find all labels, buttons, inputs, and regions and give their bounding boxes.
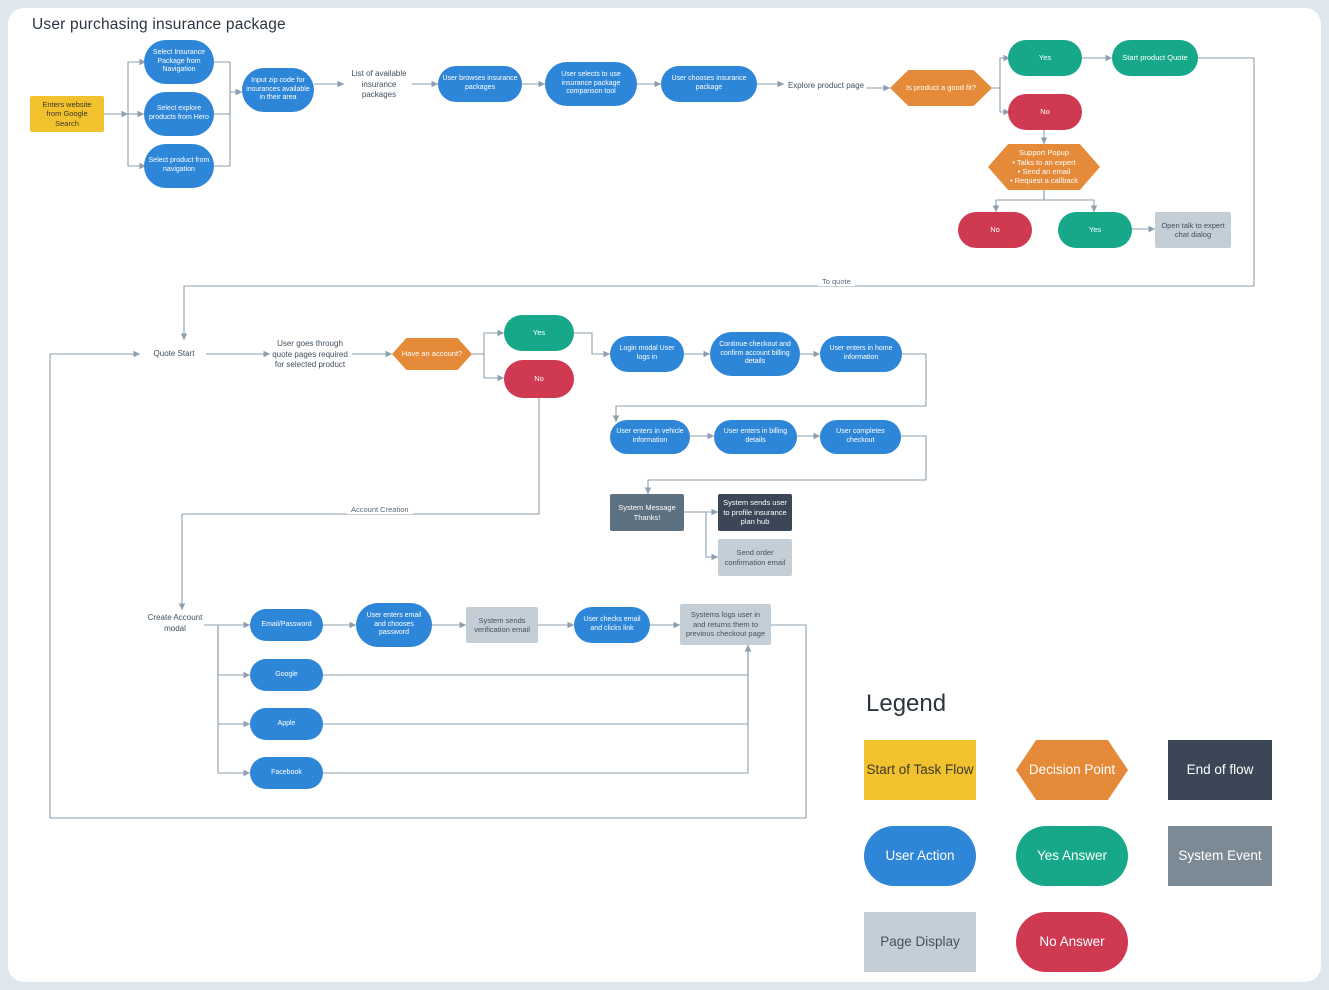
node-user-browses-packages[interactable]: User browses insurance packages — [438, 66, 522, 102]
node-select-product-navigation[interactable]: Select product from navigation — [144, 144, 214, 188]
support-popup-line-2: • Send an email — [1017, 167, 1071, 176]
node-home-information[interactable]: User enters in home information — [820, 336, 902, 372]
node-method-google[interactable]: Google — [250, 659, 323, 691]
decision-is-product-good-fit[interactable]: Is product a good fit? — [890, 70, 992, 106]
legend-spacer — [976, 740, 1016, 800]
legend-item-no-answer: No Answer — [1016, 912, 1128, 972]
node-select-insurance-package[interactable]: Select Insurance Package from Navigation — [144, 40, 214, 84]
node-start-enters-website[interactable]: Enters website from Google Search — [30, 96, 104, 132]
legend-spacer — [1168, 886, 1272, 912]
node-user-checks-email[interactable]: User checks email and clicks link — [574, 607, 650, 643]
legend-spacer — [976, 912, 1016, 972]
node-start-product-quote[interactable]: Start product Quote — [1112, 40, 1198, 76]
support-popup-line-3: • Request a callback — [1009, 176, 1079, 186]
legend-spacer — [1128, 886, 1168, 912]
node-logs-user-in-returns: Systems logs user in and returns them to… — [680, 604, 771, 645]
node-input-zip-code[interactable]: Input zip code for insurances available … — [242, 68, 314, 112]
node-enter-email-password[interactable]: User enters email and chooses password — [356, 603, 432, 647]
decision-have-an-account[interactable]: Have an account? — [392, 338, 472, 370]
node-user-chooses-package[interactable]: User chooses insurance package — [661, 66, 757, 102]
legend-spacer — [1016, 886, 1128, 912]
answer-good-fit-no[interactable]: No — [1008, 94, 1082, 130]
legend-spacer — [864, 886, 976, 912]
node-method-apple[interactable]: Apple — [250, 708, 323, 740]
support-popup-line-1: • Talks to an expert — [1012, 157, 1076, 167]
legend-spacer — [976, 800, 1016, 826]
legend-spacer — [1168, 800, 1272, 826]
node-complete-checkout[interactable]: User completes checkout — [820, 420, 901, 454]
legend-spacer — [1128, 912, 1168, 972]
legend-spacer — [976, 826, 1016, 886]
edge-label-to-quote: To quote — [818, 277, 855, 286]
legend-item-yes-answer: Yes Answer — [1016, 826, 1128, 886]
legend-spacer — [1016, 800, 1128, 826]
legend-item-decision-point: Decision Point — [1016, 740, 1128, 800]
page-title: User purchasing insurance package — [32, 16, 286, 33]
node-order-confirmation-email: Send order confirmation email — [718, 539, 792, 576]
decision-support-popup[interactable]: Support Popup • Talks to an expert • Sen… — [988, 144, 1100, 190]
legend-item-user-action: User Action — [864, 826, 976, 886]
answer-have-account-yes[interactable]: Yes — [504, 315, 574, 351]
node-comparison-tool[interactable]: User selects to use insurance package co… — [545, 62, 637, 106]
legend-spacer — [1128, 826, 1168, 886]
label-explore-product-page: Explore product page — [787, 80, 865, 90]
legend-spacer — [976, 886, 1016, 912]
node-billing-details[interactable]: User enters in billing details — [714, 420, 797, 454]
node-vehicle-information[interactable]: User enters in vehicle information — [610, 420, 690, 454]
node-method-facebook[interactable]: Facebook — [250, 757, 323, 789]
legend-item-page-display: Page Display — [864, 912, 976, 972]
legend-spacer — [1128, 740, 1168, 800]
node-continue-checkout[interactable]: Continue checkout and confirm account bi… — [710, 332, 800, 376]
node-send-verification-email: System sends verification email — [466, 607, 538, 643]
legend-item-system-event: System Event — [1168, 826, 1272, 886]
legend-title: Legend — [866, 690, 947, 717]
label-create-account-modal: Create Account modal — [147, 613, 203, 633]
node-open-chat-dialog[interactable]: Open talk to expert chat dialog — [1155, 212, 1231, 248]
legend-spacer — [1168, 912, 1272, 972]
answer-good-fit-yes[interactable]: Yes — [1008, 40, 1082, 76]
legend-item-end-of-flow: End of flow — [1168, 740, 1272, 800]
answer-support-no[interactable]: No — [958, 212, 1032, 248]
node-select-explore-products[interactable]: Select explore products from Hero — [144, 92, 214, 136]
answer-support-yes[interactable]: Yes — [1058, 212, 1132, 248]
legend-item-start-of-task-flow: Start of Task Flow — [864, 740, 976, 800]
node-system-message-thanks: System Message Thanks! — [610, 494, 684, 531]
label-list-available-packages: List of available insurance packages — [351, 68, 407, 100]
legend-spacer — [1128, 800, 1168, 826]
node-method-email-password[interactable]: Email/Password — [250, 609, 323, 641]
support-popup-line-0: Support Popup — [1018, 148, 1070, 158]
legend-spacer — [864, 800, 976, 826]
label-quote-start: Quote Start — [153, 348, 195, 358]
legend: Legend Start of Task Flow Decision Point… — [864, 690, 1272, 972]
node-login-modal[interactable]: Login modal User logs in — [610, 336, 684, 372]
node-profile-insurance-hub: System sends user to profile insurance p… — [718, 494, 792, 531]
edge-label-account-creation: Account Creation — [347, 505, 413, 514]
label-quote-pages: User goes through quote pages required f… — [272, 338, 348, 370]
answer-have-account-no[interactable]: No — [504, 360, 574, 398]
